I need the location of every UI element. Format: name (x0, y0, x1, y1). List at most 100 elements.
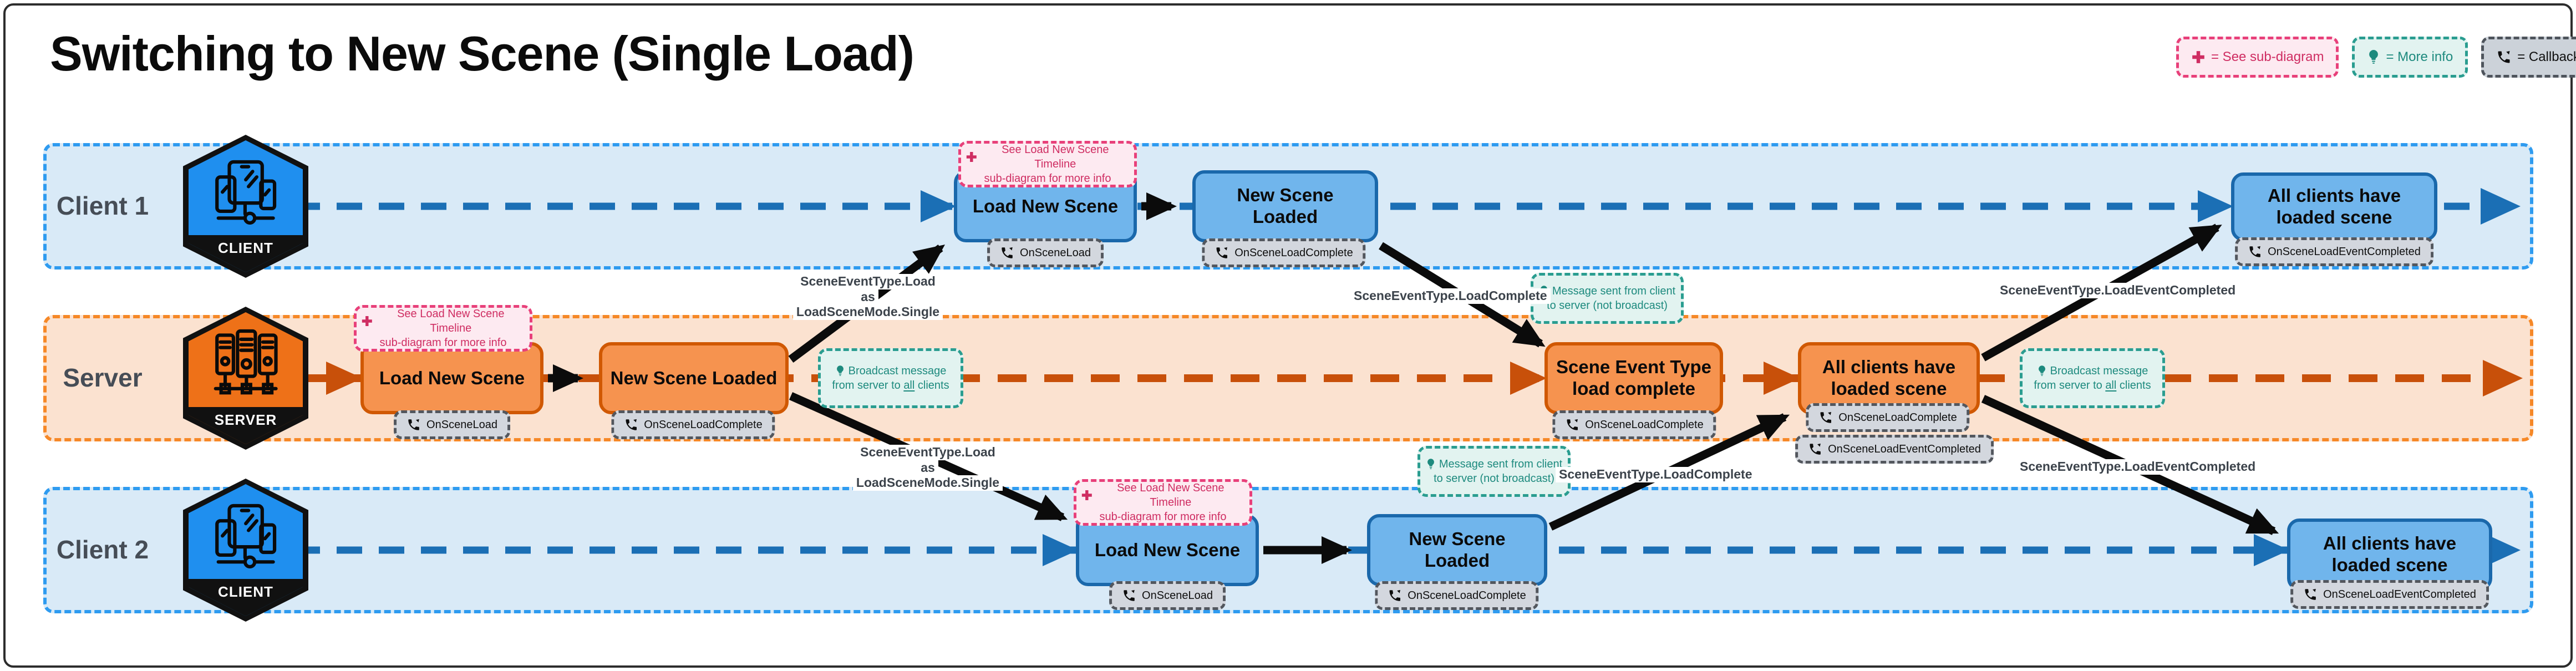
plus-icon (2192, 51, 2204, 63)
note-line: sub-diagram for more info (984, 172, 1111, 185)
page-title: Switching to New Scene (Single Load) (50, 26, 914, 81)
server-scene-event-type-load-complete-box: Scene Event Type load complete (1544, 342, 1723, 414)
callback-badge: OnSceneLoadEventCompleted (2235, 237, 2433, 266)
note-line: sub-diagram for more info (1099, 511, 1227, 523)
callback-label: OnSceneLoadComplete (1234, 246, 1353, 259)
callback-badge: OnSceneLoad (394, 410, 510, 439)
edge-label-load-single: SceneEventType.Load as LoadSceneMode.Sin… (775, 274, 961, 320)
note-text: clients (2119, 379, 2151, 392)
edge-label-line: SceneEventType.Load (797, 274, 939, 289)
callback-badge: OnSceneLoadComplete (1552, 410, 1716, 439)
phone-callback-icon (1820, 411, 1832, 423)
edge-label-load-event-completed: SceneEventType.LoadEventCompleted (2016, 459, 2259, 475)
callback-label: OnSceneLoad (426, 418, 497, 431)
phone-callback-icon (2249, 246, 2260, 257)
callback-badge: OnSceneLoadComplete (1202, 238, 1366, 267)
edge-label-line: SceneEventType.LoadComplete (1556, 467, 1756, 482)
server-lane-label: Server (63, 363, 143, 392)
phone-callback-icon (1389, 589, 1401, 601)
lightbulb-icon (2369, 50, 2379, 64)
callback-label: OnSceneLoadComplete (1408, 589, 1526, 602)
phone-callback-icon (626, 419, 637, 430)
client-devices-icon (215, 504, 276, 568)
callback-label: OnSceneLoadEventCompleted (2323, 588, 2476, 601)
legend-callback-label: = Callback (2517, 49, 2576, 64)
note-line: from server to all clients (832, 378, 949, 393)
phone-callback-icon (2305, 588, 2316, 600)
edge-label-line: SceneEventType.Load (857, 445, 999, 460)
note-underlined-text: all (903, 379, 915, 392)
client-to-server-info-note: Message sent from client to server (not … (1531, 273, 1684, 324)
server-subdiagram-note: See Load New Scene Timeline sub-diagram … (354, 305, 532, 352)
legend-see-sub-diagram-label: = See sub-diagram (2211, 49, 2324, 64)
edge-label-line: as (917, 460, 938, 476)
server-rack-icon (214, 329, 278, 394)
client-devices-icon (215, 160, 276, 225)
broadcast-info-note: Broadcast message from server to all cli… (2020, 348, 2165, 408)
edge-label-load-event-completed: SceneEventType.LoadEventCompleted (1996, 283, 2239, 298)
note-text: from server to (832, 379, 901, 392)
phone-callback-icon (1124, 589, 1135, 601)
note-line: from server to all clients (2034, 378, 2151, 393)
server-hexagon-badge: SERVER (183, 307, 308, 450)
legend-more-info: = More info (2352, 37, 2468, 78)
edge-label-load-single: SceneEventType.Load as LoadSceneMode.Sin… (835, 445, 1020, 491)
note-underlined-text: all (2105, 379, 2117, 392)
lightbulb-icon (1427, 459, 1434, 469)
plus-icon (362, 316, 372, 326)
note-line: to server (not broadcast) (1434, 472, 1554, 485)
note-line: See Load New Scene Timeline (397, 308, 505, 334)
edge-label-line: SceneEventType.LoadComplete (1350, 288, 1551, 304)
note-line: Message sent from client (1552, 285, 1676, 297)
client2-new-scene-loaded-box: New Scene Loaded (1367, 514, 1547, 586)
phone-callback-icon (408, 419, 419, 430)
note-line: to server (not broadcast) (1547, 299, 1668, 312)
callback-label: OnSceneLoadEventCompleted (2268, 245, 2421, 258)
callback-label: OnSceneLoadComplete (1838, 411, 1957, 424)
server-new-scene-loaded-box: New Scene Loaded (599, 342, 789, 414)
edge-label-load-complete: SceneEventType.LoadComplete (1556, 467, 1756, 482)
callback-label: OnSceneLoad (1142, 589, 1213, 602)
note-line: Broadcast message (848, 365, 947, 377)
edge-label-line: as (857, 289, 878, 305)
legend-callback: = Callback (2481, 37, 2576, 78)
callback-badge: OnSceneLoad (987, 238, 1104, 267)
phone-callback-icon (1567, 419, 1578, 430)
plus-icon (966, 152, 977, 162)
client2-lane (43, 487, 2533, 613)
callback-badge: OnSceneLoad (1109, 581, 1226, 610)
diagram-frame (3, 3, 2573, 668)
callback-label: OnSceneLoad (1020, 246, 1091, 259)
client1-hexagon-badge: CLIENT (183, 135, 308, 278)
client2-lane-label: Client 2 (56, 535, 149, 564)
lightbulb-icon (2038, 365, 2045, 376)
callback-badge: OnSceneLoadEventCompleted (1795, 435, 1994, 464)
note-line: See Load New Scene Timeline (1117, 482, 1225, 509)
edge-label-line: LoadSceneMode.Single (852, 475, 1003, 491)
client1-subdiagram-note: See Load New Scene Timeline sub-diagram … (958, 141, 1137, 187)
client-to-server-info-note: Message sent from client to server (not … (1417, 446, 1571, 497)
note-line: See Load New Scene Timeline (1002, 144, 1109, 170)
edge-label-load-complete: SceneEventType.LoadComplete (1350, 288, 1551, 304)
callback-label: OnSceneLoadEventCompleted (1828, 443, 1981, 455)
plus-icon (1081, 490, 1092, 500)
note-line: Message sent from client (1439, 458, 1563, 470)
broadcast-info-note: Broadcast message from server to all cli… (818, 348, 963, 408)
legend: = See sub-diagram = More info = Callback (2176, 37, 2576, 78)
client1-all-clients-loaded-box: All clients have loaded scene (2231, 172, 2437, 241)
client2-subdiagram-note: See Load New Scene Timeline sub-diagram … (1074, 479, 1252, 526)
phone-callback-icon (1810, 443, 1821, 455)
callback-label: OnSceneLoadComplete (644, 418, 763, 431)
phone-callback-icon (1216, 247, 1228, 258)
phone-callback-icon (2498, 51, 2510, 63)
edge-label-line: SceneEventType.LoadEventCompleted (2016, 459, 2259, 475)
note-line: Broadcast message (2050, 365, 2148, 377)
phone-callback-icon (1002, 247, 1013, 258)
note-text: from server to (2034, 379, 2102, 392)
edge-label-line: LoadSceneMode.Single (792, 304, 943, 320)
callback-badge: OnSceneLoadComplete (611, 410, 775, 439)
legend-see-sub-diagram: = See sub-diagram (2176, 37, 2339, 78)
callback-badge: OnSceneLoadEventCompleted (2290, 580, 2489, 609)
server-load-new-scene-box: Load New Scene (360, 342, 543, 414)
